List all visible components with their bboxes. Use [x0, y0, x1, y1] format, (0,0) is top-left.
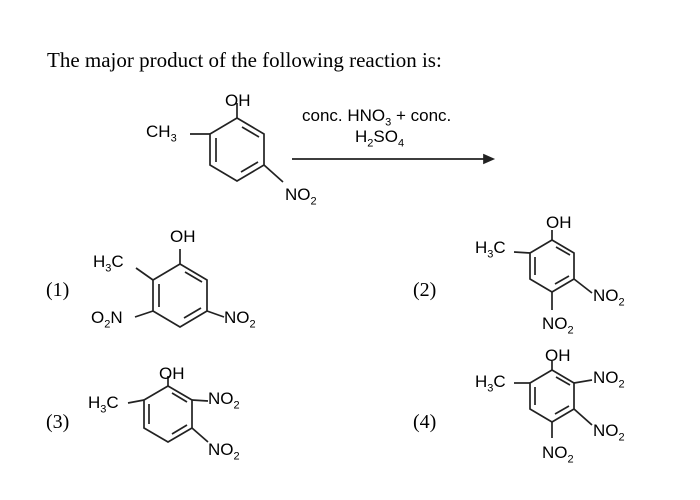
reagent-line-1: conc. HNO3 + conc. — [302, 106, 452, 129]
option-4-no2-right-label: NO2 — [593, 421, 625, 444]
option-4-ring — [514, 361, 593, 438]
option-3-ring — [127, 376, 209, 443]
option-3-no2-top-label: NO2 — [208, 389, 240, 412]
option-4-no2-top-label: NO2 — [593, 368, 625, 391]
reactant-ring — [190, 103, 284, 183]
option-1-ring — [134, 249, 225, 328]
option-1-oh-label: OH — [170, 227, 196, 246]
option-1-ch3-label: H3C — [93, 252, 124, 275]
option-2-number: (2) — [413, 279, 437, 301]
option-3-ch3-label: H3C — [88, 393, 119, 416]
reactant-ch3-label: CH3 — [146, 122, 177, 145]
option-4-number: (4) — [413, 411, 437, 433]
option-1-o2n-label: O2N — [91, 308, 123, 331]
option-1-no2-label: NO2 — [224, 308, 256, 331]
reactant-no2-label: NO2 — [285, 185, 317, 208]
option-4-ch3-label: H3C — [475, 372, 506, 395]
reaction-arrow — [292, 153, 496, 165]
option-2-no2-right-label: NO2 — [593, 286, 625, 309]
option-3-oh-label: OH — [159, 364, 185, 383]
question-text: The major product of the following react… — [47, 48, 442, 72]
option-4-no2-bottom-label: NO2 — [542, 443, 574, 466]
option-4-oh-label: OH — [545, 346, 571, 365]
reagent-line-2: H2SO4 — [355, 127, 405, 150]
option-2-ring — [513, 230, 593, 310]
option-3-number: (3) — [46, 411, 70, 433]
option-2-oh-label: OH — [546, 213, 572, 232]
option-3-no2-bottom-label: NO2 — [208, 440, 240, 463]
option-1-number: (1) — [46, 279, 70, 301]
option-2-no2-bottom-label: NO2 — [542, 314, 574, 337]
option-2-ch3-label: H3C — [475, 238, 506, 261]
reactant-oh-label: OH — [225, 91, 251, 110]
